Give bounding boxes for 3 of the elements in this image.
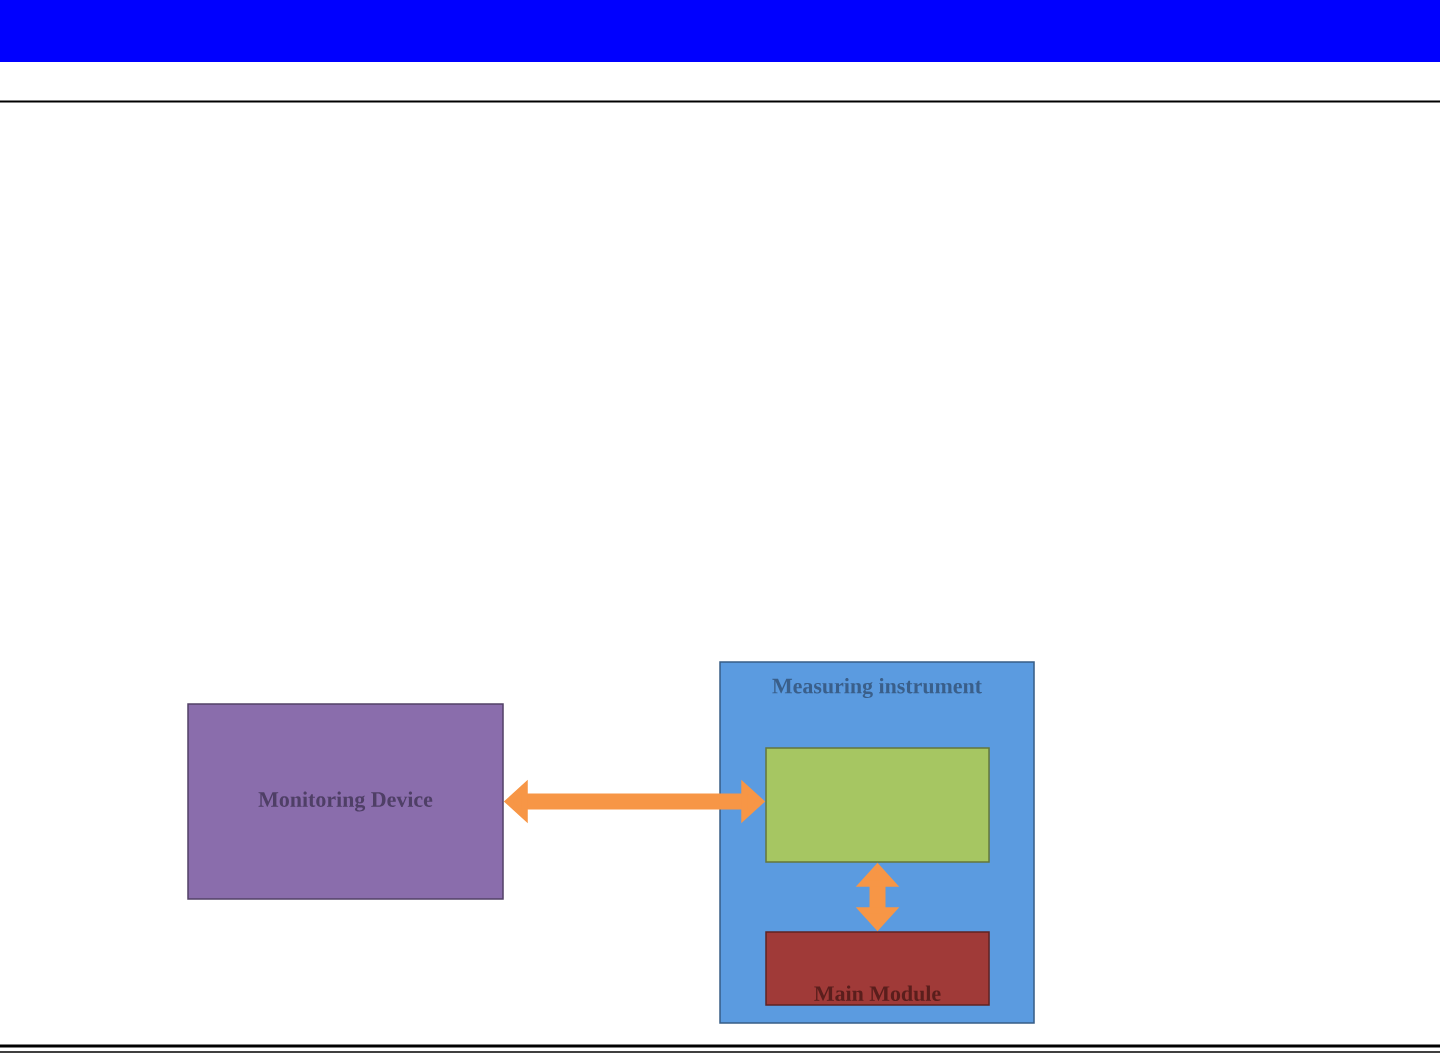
process-box: Main Module [765,931,990,1006]
empty-box [765,747,990,863]
process-box: Monitoring Device [187,703,504,900]
